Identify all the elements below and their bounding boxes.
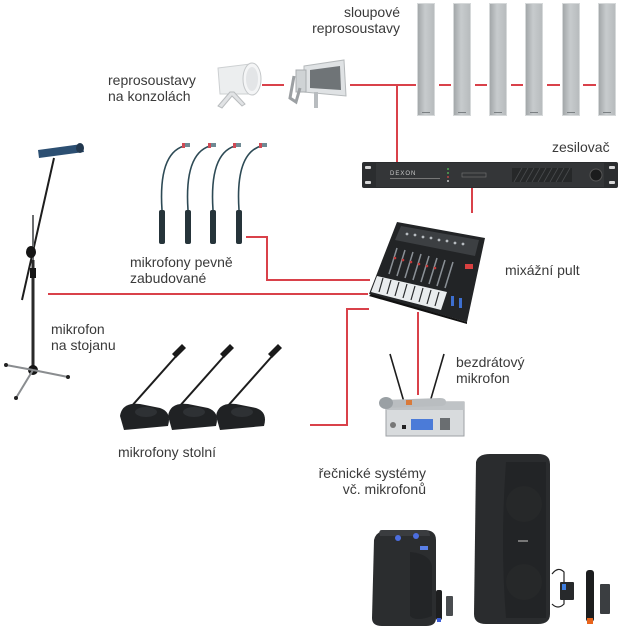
gooseneck-mic bbox=[160, 145, 262, 211]
wire-column-link bbox=[547, 84, 560, 86]
column-speaker[interactable] bbox=[525, 3, 543, 116]
label-speaker-systems: řečnické systémy vč. mikrofonů bbox=[318, 465, 426, 497]
label-wireless-mic: bezdrátový mikrofon bbox=[456, 354, 525, 386]
wire-column-link bbox=[439, 84, 451, 86]
power-knob-icon[interactable] bbox=[589, 168, 603, 182]
column-speaker[interactable] bbox=[489, 3, 507, 116]
wire-amplifier-to-mixer bbox=[471, 188, 473, 213]
amplifier-brand: DEXON bbox=[390, 171, 416, 177]
wire-column-link bbox=[511, 84, 523, 86]
bracket-speaker-cylinder-icon[interactable] bbox=[212, 58, 264, 110]
wireless-microphone-receiver[interactable] bbox=[378, 352, 468, 440]
desk-mic bbox=[216, 344, 282, 430]
column-speaker[interactable] bbox=[453, 3, 471, 116]
desk-mic bbox=[120, 344, 186, 430]
label-desk-mics: mikrofony stolní bbox=[118, 444, 217, 460]
amplifier[interactable]: DEXON bbox=[362, 162, 618, 188]
wire-stand-mic-to-mixer bbox=[48, 293, 368, 295]
bracket-speaker-horn-icon[interactable] bbox=[286, 58, 350, 110]
desk-microphones[interactable] bbox=[116, 340, 306, 440]
column-speaker[interactable] bbox=[598, 3, 616, 116]
boom-arm bbox=[21, 157, 55, 301]
label-fixed-mics: mikrofony pevně zabudované bbox=[130, 254, 233, 286]
speaker-system-small[interactable] bbox=[366, 526, 466, 628]
wire-column-link bbox=[475, 84, 487, 86]
handheld-mic-icon bbox=[436, 590, 442, 620]
mixing-console[interactable] bbox=[367, 212, 487, 324]
remote-control-icon bbox=[446, 596, 453, 616]
wire-column-link bbox=[583, 84, 596, 86]
label-amplifier: zesilovač bbox=[552, 139, 610, 155]
speaker-system-tower[interactable] bbox=[472, 454, 620, 626]
label-stand-mic: mikrofon na stojanu bbox=[51, 321, 116, 353]
label-mixer: mixážní pult bbox=[505, 262, 580, 278]
fixed-gooseneck-mics[interactable] bbox=[150, 140, 280, 250]
column-speaker[interactable] bbox=[417, 3, 435, 116]
wire-wireless-to-mixer bbox=[417, 312, 419, 395]
wire-speakers-to-amplifier bbox=[396, 85, 398, 163]
wire-bracket-to-columns bbox=[350, 84, 416, 86]
label-bracket-speakers: reprosoustavy na konzolách bbox=[108, 72, 196, 104]
microphone-stand[interactable] bbox=[2, 140, 84, 402]
label-column-speakers: sloupové reprosoustavy bbox=[312, 4, 400, 36]
desk-mic bbox=[168, 344, 234, 430]
column-speaker[interactable] bbox=[562, 3, 580, 116]
remote-control-icon bbox=[600, 584, 610, 614]
wire-bracket-to-columns bbox=[262, 84, 284, 86]
handheld-mic-icon bbox=[586, 570, 594, 622]
